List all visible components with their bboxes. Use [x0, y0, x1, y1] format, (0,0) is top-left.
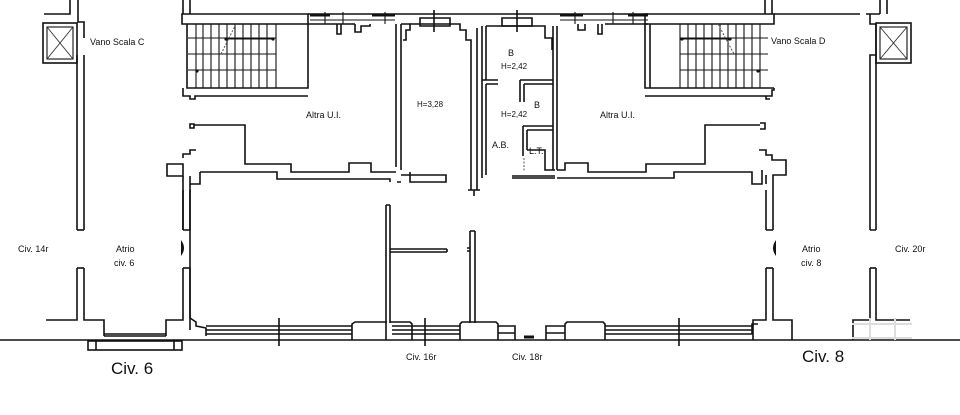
stairwell-c-label: Vano Scala C	[90, 37, 145, 47]
atrio-civ8-line1: Atrio	[802, 244, 821, 254]
bath-cluster-walls	[481, 25, 558, 179]
watermark	[852, 318, 912, 340]
right-outer-walls	[752, 0, 912, 340]
bath-upper-height: H=2,42	[501, 62, 528, 71]
stairwell-c	[181, 13, 309, 100]
shop-civ-20r-label: Civ. 20r	[895, 244, 925, 254]
center-room-walls	[401, 23, 480, 196]
left-unit-label: Altra U.I.	[306, 110, 341, 120]
antibath-label: A.B.	[492, 140, 509, 150]
ground-floor-walls	[385, 204, 476, 323]
column-marker	[181, 240, 184, 256]
bath-lower-height: H=2,42	[501, 110, 528, 119]
shop-civ-16r-label: Civ. 16r	[406, 352, 436, 362]
top-facade	[308, 10, 648, 35]
right-unit-walls	[557, 122, 787, 231]
left-unit-walls	[166, 24, 402, 330]
stairwell-d-label: Vano Scala D	[771, 36, 826, 46]
bottom-facade	[206, 318, 758, 346]
left-outer-walls	[42, 0, 105, 336]
shop-civ-18r-label: Civ. 18r	[512, 352, 542, 362]
atrio-civ6-line2: civ. 6	[114, 258, 134, 268]
bath-lower-name: B	[534, 100, 540, 110]
bath-upper-name: B	[508, 48, 514, 58]
right-unit-label: Altra U.I.	[600, 110, 635, 120]
stairwell-d	[644, 13, 775, 100]
laundry-label: L.T.	[529, 146, 544, 156]
center-room-height: H=3,28	[417, 100, 444, 109]
atrio-civ6-line1: Atrio	[116, 244, 135, 254]
atrio-civ8-line2: civ. 8	[801, 258, 821, 268]
shop-civ-14r-label: Civ. 14r	[18, 244, 48, 254]
street-number-civ8: Civ. 8	[802, 347, 844, 366]
street-number-civ6: Civ. 6	[111, 359, 153, 378]
atrio-civ6-entrance	[87, 0, 207, 351]
